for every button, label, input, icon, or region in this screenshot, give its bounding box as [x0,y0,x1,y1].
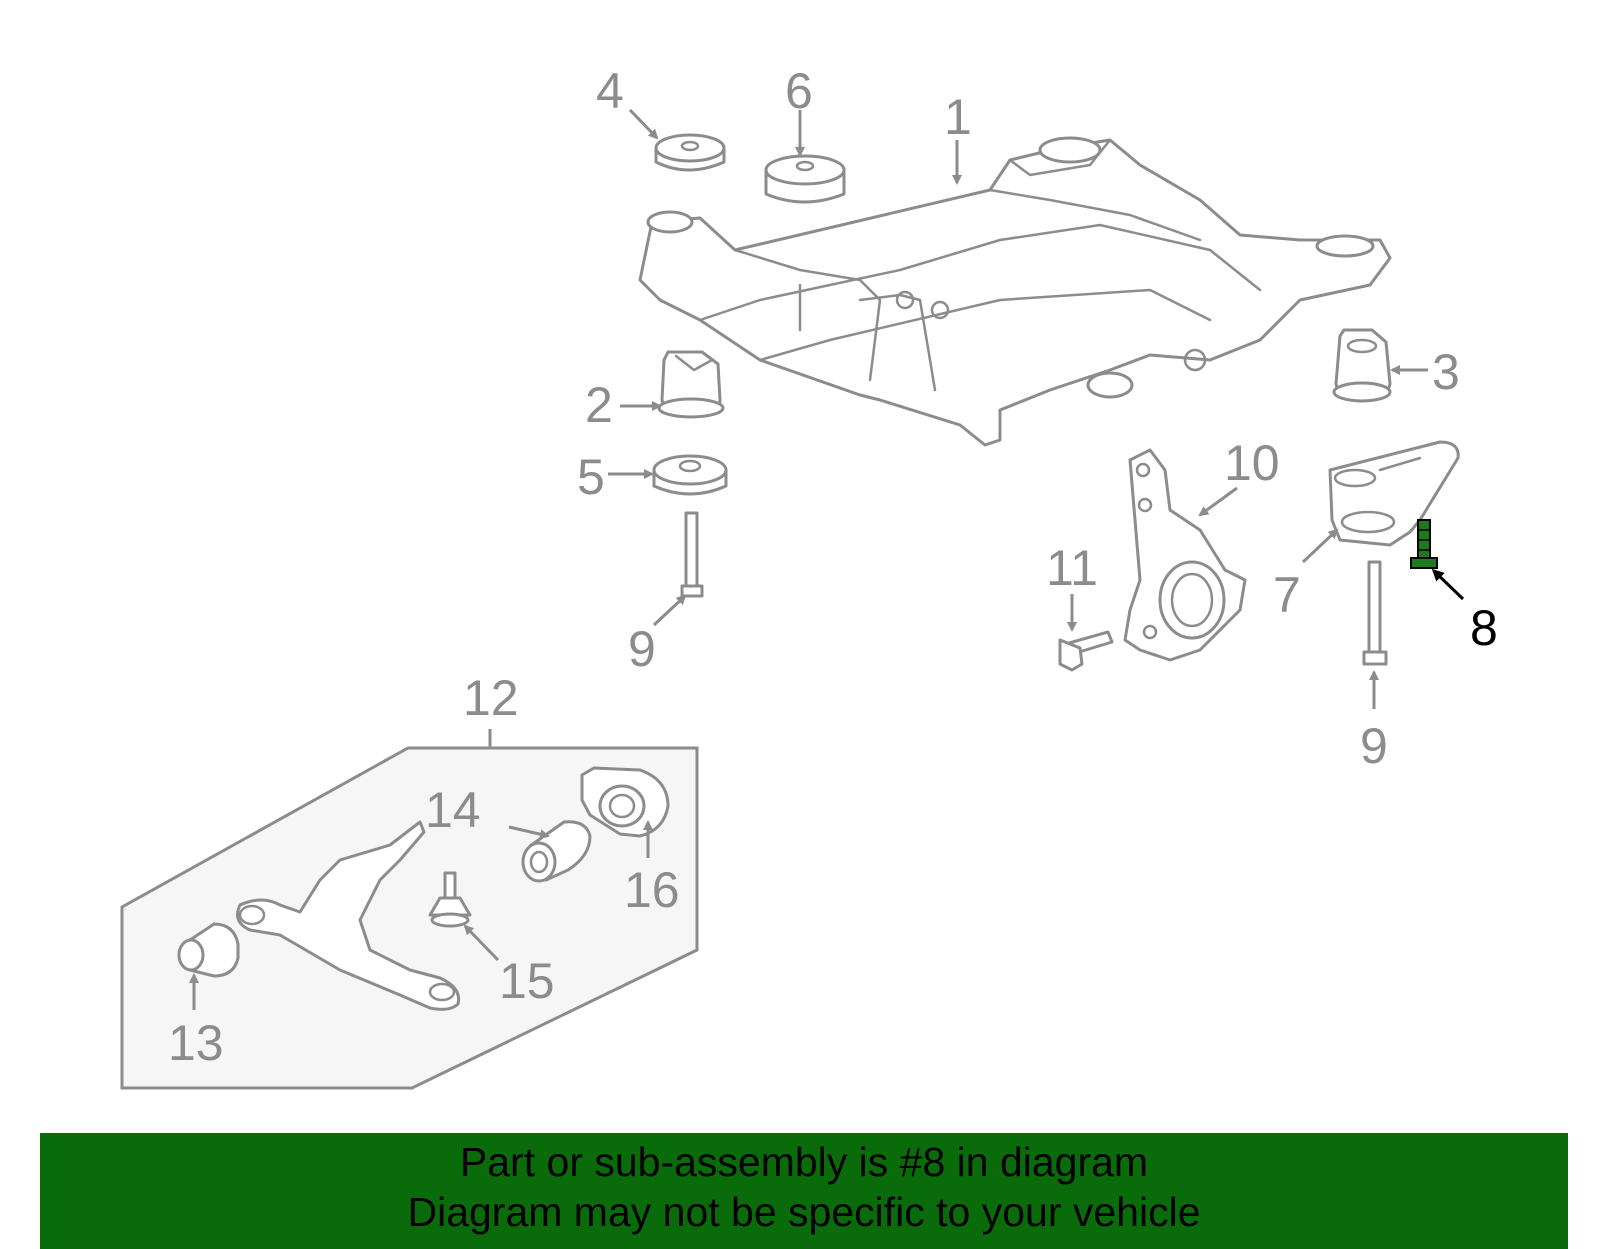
callout-15: 15 [499,953,555,1009]
callout-10: 10 [1224,435,1280,491]
spacer-insulator-part[interactable] [764,154,846,204]
callout-1: 1 [944,89,972,145]
ball-joint-part[interactable] [428,871,472,928]
knuckle-bolt-part[interactable] [1058,630,1114,672]
callout-14: 14 [425,782,481,838]
callout-12: 12 [463,670,519,726]
engine-cradle-part[interactable] [638,136,1392,447]
callout-6: 6 [785,63,813,119]
leader-lines [189,108,1465,1010]
brace-plate-part[interactable] [1328,440,1460,547]
callout-3: 3 [1432,344,1460,400]
callout-16: 16 [624,862,680,918]
banner-line-1: Part or sub-assembly is #8 in diagram [459,1139,1149,1185]
callout-9-right: 9 [1360,718,1388,774]
lower-insulator-part[interactable] [652,454,728,496]
callout-2: 2 [585,377,613,433]
callout-7: 7 [1273,567,1301,623]
highlighted-bolt-part[interactable] [1410,519,1438,569]
rear-bushing-part[interactable] [177,922,240,978]
callout-5: 5 [577,449,605,505]
callout-9-left: 9 [628,621,656,677]
callout-13: 13 [168,1015,224,1071]
mount-bushing-right-part[interactable] [1332,328,1392,403]
long-bolt-right-part[interactable] [1362,560,1388,666]
upper-insulator-part[interactable] [654,133,726,172]
long-bolt-left-part[interactable] [680,511,704,598]
lower-control-arm-part[interactable] [236,820,461,1011]
callout-8: 8 [1470,600,1498,656]
mount-bushing-left-part[interactable] [657,350,725,419]
callout-numbers: 1 2 3 4 5 6 7 8 9 9 10 11 12 13 14 15 16 [168,63,1498,1071]
callout-11: 11 [1046,540,1098,596]
steering-knuckle-part[interactable] [1123,448,1247,662]
part-info-banner: Part or sub-assembly is #8 in diagram Di… [40,1133,1568,1249]
callout-4: 4 [596,63,624,119]
stabilizer-bushing-part[interactable] [580,766,670,838]
banner-line-2: Diagram may not be specific to your vehi… [407,1189,1201,1235]
